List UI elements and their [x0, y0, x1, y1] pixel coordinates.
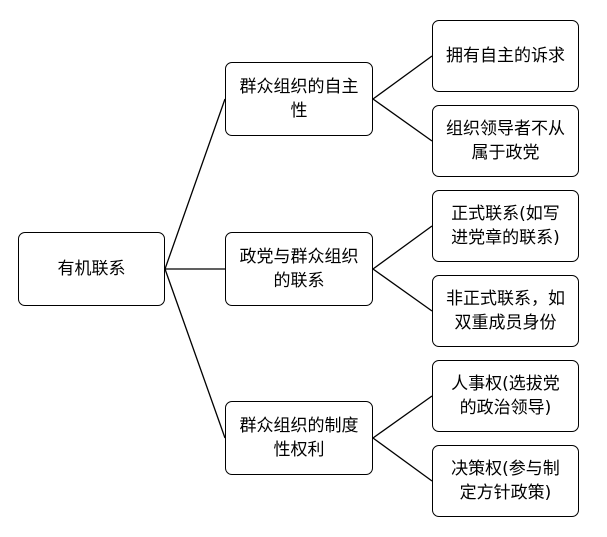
leaf-node-2-1: 正式联系(如写 进党章的联系): [432, 190, 579, 262]
branch-node-3: 群众组织的制度 性权利: [225, 401, 373, 475]
leaf-label-2-2: 非正式联系，如 双重成员身份: [446, 289, 565, 333]
connector-root-branch-3: [164, 268, 226, 439]
leaf-label-3-1: 人事权(选拔党 的政治领导): [451, 374, 560, 418]
leaf-node-1-2: 组织领导者不从 属于政党: [432, 105, 579, 177]
leaf-node-1-1: 拥有自主的诉求: [432, 20, 579, 92]
leaf-node-2-2: 非正式联系，如 双重成员身份: [432, 275, 579, 347]
branch-label-3: 群众组织的制度 性权利: [239, 416, 359, 460]
leaf-node-3-2: 决策权(参与制 定方针政策): [432, 445, 579, 517]
connector-branch-1-leaf-1: [372, 55, 433, 100]
connector-branch-2-leaf-2: [372, 268, 433, 312]
root-label: 有机联系: [57, 259, 126, 279]
leaf-node-3-1: 人事权(选拔党 的政治领导): [432, 360, 579, 432]
connector-branch-3-leaf-2: [372, 437, 433, 482]
root-node: 有机联系: [18, 232, 165, 306]
leaf-label-3-2: 决策权(参与制 定方针政策): [451, 459, 560, 503]
connector-branch-1-leaf-2: [372, 98, 433, 142]
leaf-label-2-1: 正式联系(如写 进党章的联系): [451, 204, 560, 248]
branch-label-1: 群众组织的自主 性: [239, 77, 359, 121]
branch-node-2: 政党与群众组织 的联系: [225, 232, 373, 306]
branch-label-2: 政党与群众组织 的联系: [239, 247, 359, 291]
connector-branch-3-leaf-1: [372, 395, 433, 439]
connector-branch-2-leaf-1: [372, 225, 433, 270]
leaf-label-1-1: 拥有自主的诉求: [446, 46, 565, 66]
connector-root-branch-1: [164, 98, 226, 270]
branch-node-1: 群众组织的自主 性: [225, 62, 373, 136]
leaf-label-1-2: 组织领导者不从 属于政党: [446, 119, 565, 163]
